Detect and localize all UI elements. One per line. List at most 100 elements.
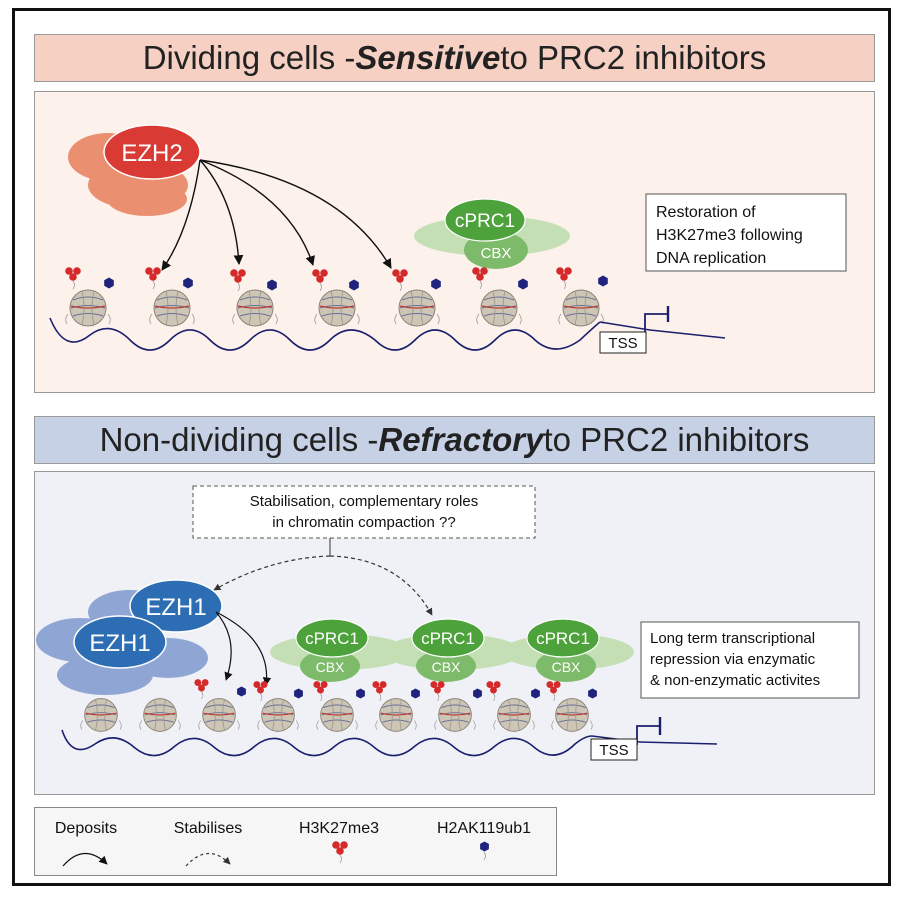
h2ak119ub1-mark xyxy=(518,278,528,290)
ezh2-enzyme xyxy=(103,124,201,180)
h3k27me3-mark xyxy=(471,266,489,290)
nucleosome xyxy=(316,698,358,732)
legend-h2ak119ub1-label: H2AK119ub1 xyxy=(437,820,531,837)
nucleosome xyxy=(232,289,278,327)
deposit-arrow xyxy=(199,159,244,265)
h3k27me3-mark xyxy=(555,266,573,290)
nucleosome xyxy=(476,289,522,327)
prc1-complex: CBX cPRC1 xyxy=(382,618,522,682)
ezh1-enzyme xyxy=(129,579,223,633)
h2ak119ub1-mark xyxy=(411,688,420,699)
h3k27me3-mark xyxy=(372,680,387,702)
header-suffix: to PRC2 inhibitors xyxy=(543,421,810,458)
nucleosome xyxy=(375,698,417,732)
note-line: DNA replication xyxy=(656,250,766,267)
header-emphasis: Sensitive xyxy=(355,39,501,76)
ezh1-label: EZH1 xyxy=(89,630,150,657)
nucleosome xyxy=(257,698,299,732)
h3k27me3-mark xyxy=(313,680,328,702)
h2ak119ub1-mark xyxy=(473,688,482,699)
h3k27me3-mark xyxy=(64,266,82,290)
cprc1-protein xyxy=(411,618,485,658)
h3k27me3-mark xyxy=(391,268,409,292)
cprc1-protein xyxy=(526,618,600,658)
nucleosome xyxy=(198,698,240,732)
cbx-protein xyxy=(416,650,476,682)
h3k27me3-mark xyxy=(194,678,209,700)
legend-art: Deposits Stabilises H3K27me3 H2AK119ub1 xyxy=(55,820,531,867)
tss-box xyxy=(599,331,647,354)
header-prefix: Non-dividing cells - xyxy=(99,421,379,458)
legend-h3k27me3-icon xyxy=(331,840,349,864)
nucleosome xyxy=(139,698,181,732)
top-panel-art: EZH2 cPRC1 CBX cPRC1 xyxy=(49,124,847,354)
note-box xyxy=(645,193,847,272)
nucleosome xyxy=(394,289,440,327)
h3k27me3-mark xyxy=(546,680,561,702)
cprc1-label: cPRC1 xyxy=(305,629,359,648)
prc1-complex: CBX cPRC1 xyxy=(502,618,634,682)
tss-box xyxy=(590,738,638,761)
h2ak119ub1-mark xyxy=(531,688,540,699)
h3k27me3-mark xyxy=(486,680,501,702)
stabilise-arrow xyxy=(213,555,331,591)
legend-stabilises-label: Stabilises xyxy=(174,820,242,837)
header-emphasis: Refractory xyxy=(378,421,544,458)
legend-deposit-arrow-icon xyxy=(62,852,108,867)
h3k27me3-mark xyxy=(253,680,268,702)
h2ak119ub1-mark xyxy=(267,279,277,291)
legend-stabilise-arrow-icon xyxy=(185,852,231,867)
question-box xyxy=(192,485,536,539)
h2ak119ub1-mark xyxy=(598,275,608,287)
header-suffix: to PRC2 inhibitors xyxy=(500,39,767,76)
question-line: Stabilisation, complementary roles xyxy=(250,493,478,510)
ezh2-halo-shape xyxy=(107,182,187,216)
h2ak119ub1-mark xyxy=(237,686,246,697)
nucleosome xyxy=(558,289,604,327)
tss-label: TSS xyxy=(608,335,637,352)
h2ak119ub1-mark xyxy=(183,277,193,289)
note-line: Long term transcriptional xyxy=(650,630,815,647)
legend xyxy=(34,807,557,876)
h2ak119ub1-mark xyxy=(104,277,114,289)
ezh1-label: EZH1 xyxy=(145,594,206,621)
dna-strand xyxy=(599,321,651,331)
cbx-label: CBX xyxy=(432,659,461,675)
cbx-label: CBX xyxy=(481,245,512,262)
cprc1-protein xyxy=(444,198,526,242)
h3k27me3-mark xyxy=(229,268,247,292)
legend-h2ak119ub1-icon xyxy=(480,841,489,852)
header-non-dividing-cells: Non-dividing cells - Refractory to PRC2 … xyxy=(34,416,875,464)
question-line: in chromatin compaction ?? xyxy=(272,514,455,531)
note-line: H3K27me3 following xyxy=(656,227,803,244)
ezh2-label: EZH2 xyxy=(121,140,182,167)
h2ak119ub1-mark xyxy=(356,688,365,699)
nucleosome xyxy=(434,698,476,732)
nucleosome xyxy=(149,289,195,327)
note-line: & non-enzymatic activites xyxy=(650,672,820,689)
dna-strand xyxy=(49,317,601,351)
h2ak119ub1-mark xyxy=(294,688,303,699)
h3k27me3-mark xyxy=(311,268,329,292)
gene-body-line xyxy=(639,741,718,745)
cprc1-label: cPRC1 xyxy=(536,629,590,648)
bottom-panel-art: Stabilisation, complementary roles in ch… xyxy=(36,485,860,761)
deposit-arrow xyxy=(215,611,233,681)
stabilise-arrow xyxy=(329,555,433,616)
prc1-complex: CBX cPRC1 xyxy=(270,618,410,682)
nucleosome xyxy=(80,698,122,732)
deposit-arrow xyxy=(215,611,272,686)
nucleosome xyxy=(314,289,360,327)
nucleosome xyxy=(551,698,593,732)
note-line: repression via enzymatic xyxy=(650,651,816,668)
deposit-arrow xyxy=(199,159,315,266)
note-box xyxy=(640,621,860,699)
ezh1-enzyme xyxy=(73,615,167,669)
nucleosome xyxy=(65,289,111,327)
cbx-protein xyxy=(536,650,596,682)
h3k27me3-mark xyxy=(144,266,162,290)
cbx-protein xyxy=(300,650,360,682)
legend-h3k27me3-label: H3K27me3 xyxy=(299,820,379,837)
h2ak119ub1-mark xyxy=(431,278,441,290)
